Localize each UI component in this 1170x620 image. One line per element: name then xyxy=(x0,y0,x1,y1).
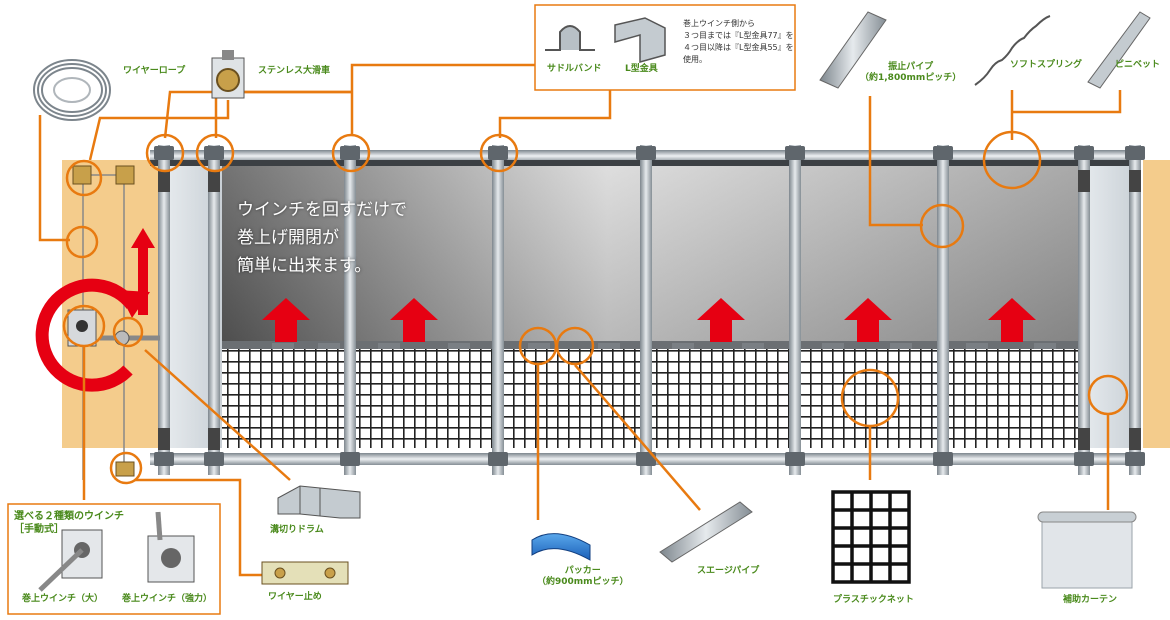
label-saddle-band: サドルバンド xyxy=(547,64,602,74)
label-pulley: ステンレス大滑車 xyxy=(258,66,331,76)
wire-rope-icon xyxy=(33,59,111,121)
swage-pipe-icon xyxy=(659,501,753,563)
vertical-posts xyxy=(158,145,1141,475)
winch-box-title: 選べる２種類のウインチ ［手動式］ xyxy=(14,511,124,535)
label-packer: パッカー （約900mmピッチ） xyxy=(537,566,629,587)
highlight-circles xyxy=(62,130,1129,485)
wire-stopper-icon xyxy=(261,561,349,585)
packer-marks xyxy=(272,343,1056,349)
label-aux-curtain: 補助カーテン xyxy=(1063,595,1118,605)
label-groove-drum: 溝切りドラム xyxy=(270,525,324,535)
label-wire-stopper: ワイヤー止め xyxy=(268,592,322,602)
label-swage-pipe: スエージパイプ xyxy=(697,566,760,576)
winch-large-icon xyxy=(38,529,103,592)
label-pin-rivet: ピニベット xyxy=(1115,60,1161,70)
packer-icon xyxy=(531,533,591,561)
label-winch-large: 巻上ウインチ（大） xyxy=(22,594,104,604)
label-plastic-net: プラスチックネット xyxy=(833,595,914,605)
wall-right xyxy=(1143,160,1170,448)
aux-curtain-icon xyxy=(1037,511,1137,589)
label-l-bracket: L型金具 xyxy=(625,64,658,74)
saddle-band-icon xyxy=(545,25,595,51)
catchphrase: ウインチを回すだけで 巻上げ開閉が 簡単に出来ます。 xyxy=(237,200,407,276)
anti-sway-pipe-icon xyxy=(819,11,887,89)
label-bracket-note: 巻上ウインチ側から ３つ目までは『L型金具77』を ４つ目以降は『L型金具55』… xyxy=(683,19,794,64)
label-winch-strong: 巻上ウインチ（強力） xyxy=(122,594,213,604)
groove-drum-icon xyxy=(277,485,361,519)
label-wire-rope: ワイヤーロープ xyxy=(123,66,186,76)
label-anti-sway-pipe: 振止パイプ （約1,800mmピッチ） xyxy=(860,62,962,83)
pulley-top-left xyxy=(72,165,92,185)
open-arrows xyxy=(262,298,1036,342)
pin-rivet-icon xyxy=(1087,11,1151,89)
label-soft-spring: ソフトスプリング xyxy=(1010,60,1083,70)
post-clamps xyxy=(154,146,1145,466)
lift-arrow xyxy=(131,228,155,315)
pulley-icon xyxy=(211,50,245,99)
pulley-top-right xyxy=(115,165,135,185)
l-bracket-icon xyxy=(614,17,666,63)
winch-strong-icon xyxy=(147,511,195,583)
soft-spring-icon xyxy=(974,15,1051,86)
plastic-net-icon xyxy=(831,490,911,584)
